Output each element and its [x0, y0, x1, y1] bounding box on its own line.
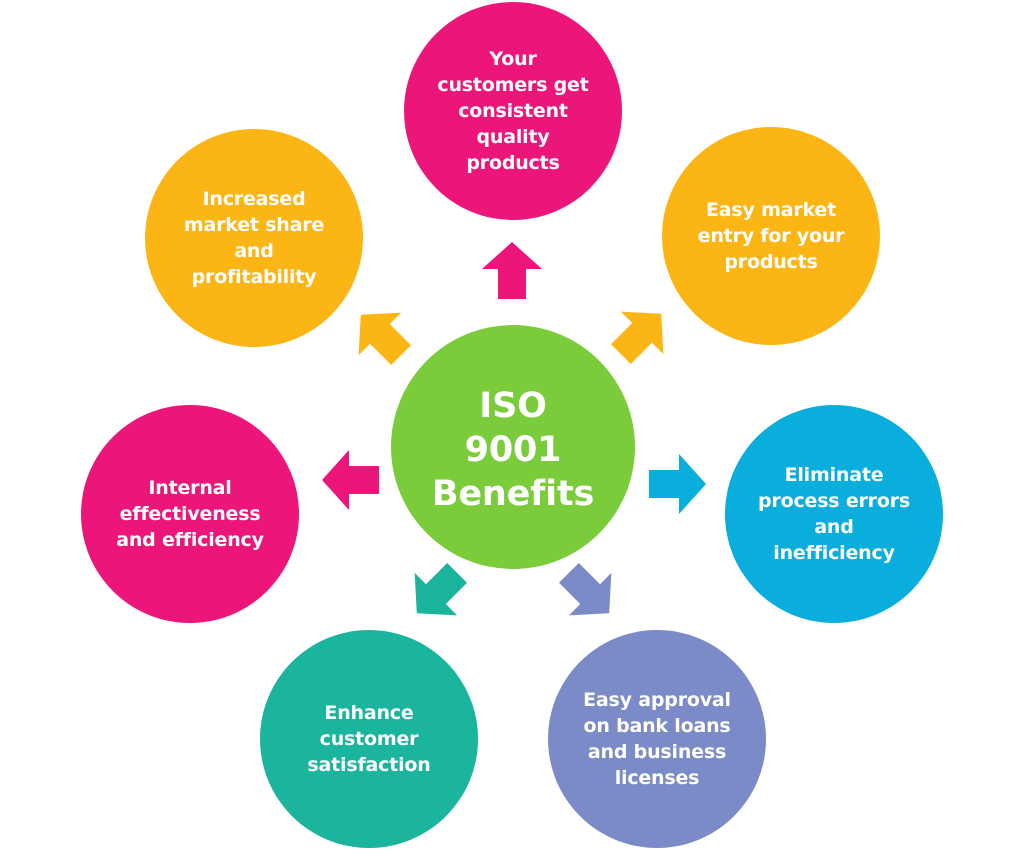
arrow-top-left	[358, 312, 411, 365]
benefit-circle-left: Internal effectiveness and efficiency	[81, 405, 299, 623]
arrow-top-right	[611, 311, 664, 364]
benefit-circle-right: Eliminate process errors and inefficienc…	[725, 405, 943, 623]
benefit-circle-top-right: Easy market entry for your products	[662, 127, 880, 345]
arrow-top	[482, 242, 542, 299]
benefit-label-top-left: Increased market share and profitability	[183, 188, 325, 288]
benefit-label-left: Internal effectiveness and efficiency	[116, 477, 264, 551]
arrow-bottom-left	[414, 563, 467, 616]
benefit-circle-bottom-left: Enhance customer satisfaction	[260, 630, 478, 848]
benefit-label-top: Your customers get consistent quality pr…	[437, 48, 589, 174]
benefit-label-right: Eliminate process errors and inefficienc…	[758, 464, 910, 564]
arrow-left	[322, 450, 379, 510]
center-title: ISO 9001 Benefits	[431, 386, 595, 514]
benefit-circle-top-left: Increased market share and profitability	[145, 129, 363, 347]
arrow-bottom-right	[559, 563, 612, 616]
benefit-label-bottom-left: Enhance customer satisfaction	[307, 702, 431, 776]
benefit-circle-top: Your customers get consistent quality pr…	[404, 2, 622, 220]
benefit-label-top-right: Easy market entry for your products	[697, 199, 845, 273]
benefit-label-bottom-right: Easy approval on bank loans and business…	[583, 689, 731, 789]
center-circle: ISO 9001 Benefits	[391, 325, 635, 569]
arrow-right	[649, 454, 706, 514]
benefit-circle-bottom-right: Easy approval on bank loans and business…	[548, 630, 766, 848]
